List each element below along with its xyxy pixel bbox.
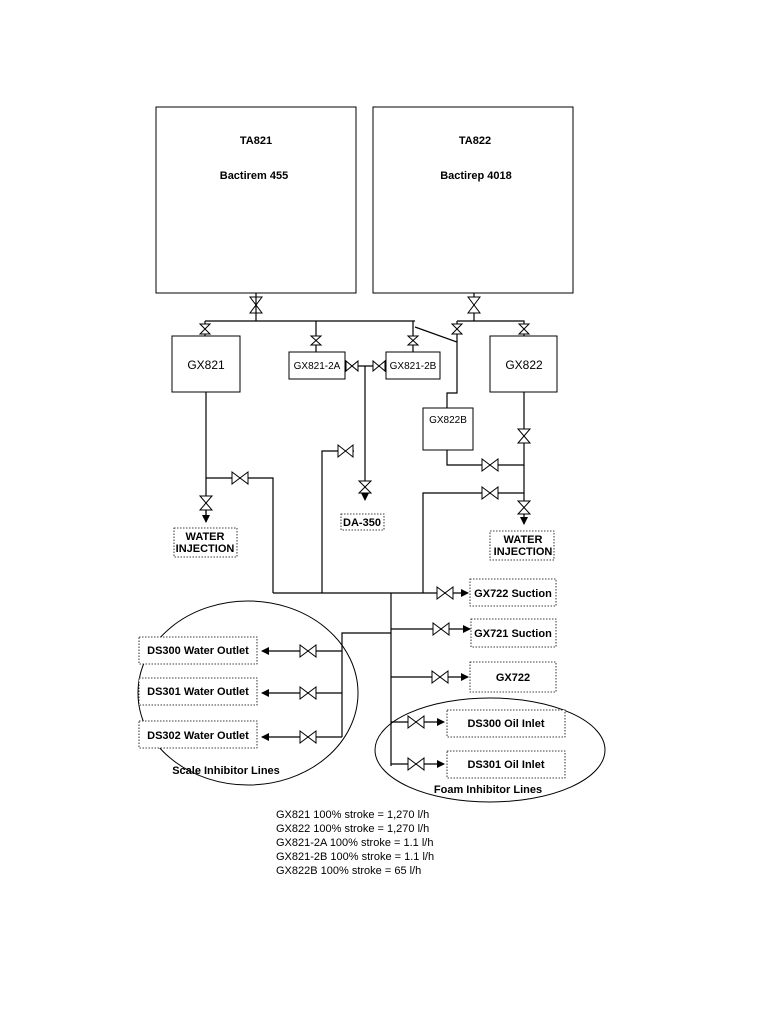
tank-ta822-tag: TA822	[459, 135, 491, 147]
stroke-notes: GX821 100% stroke = 1,270 l/h GX822 100%…	[276, 809, 434, 877]
ds300-water-outlet-box[interactable]: DS300 Water Outlet	[138, 636, 258, 665]
water-injection-left-line2: INJECTION	[176, 543, 235, 555]
valve-gx722[interactable]	[431, 670, 449, 684]
valve-gx822b-inlet[interactable]	[450, 323, 464, 335]
valve-gx822-discharge[interactable]	[516, 428, 532, 444]
gx721-suction-label: GX721 Suction	[474, 628, 552, 640]
gx722-suction-label: GX722 Suction	[474, 588, 552, 600]
ds301-water-outlet-label: DS301 Water Outlet	[147, 686, 249, 698]
valve-gx822-header[interactable]	[481, 486, 499, 500]
ds300-oil-inlet-label: DS300 Oil Inlet	[467, 718, 544, 730]
da350-label: DA-350	[343, 517, 381, 529]
tank-ta821-product: Bactirem 455	[220, 170, 289, 182]
valve-ds300-oil-inlet[interactable]	[407, 715, 425, 729]
gx722-label: GX722	[496, 672, 530, 684]
valves	[198, 296, 532, 771]
valve-ta821-outlet[interactable]	[249, 296, 263, 314]
foam-inhibitor-group: DS300 Oil Inlet DS301 Oil Inlet Foam Inh…	[374, 697, 606, 803]
valve-gx821-inlet[interactable]	[198, 323, 212, 335]
valve-gx821-discharge[interactable]	[231, 471, 249, 485]
foam-inhibitor-label: Foam Inhibitor Lines	[434, 784, 542, 796]
ds301-oil-inlet-box[interactable]: DS301 Oil Inlet	[446, 750, 566, 779]
water-injection-left-line1: WATER	[186, 531, 225, 543]
pump-gx822-label: GX822	[505, 358, 543, 372]
pump-gx821-2b[interactable]: GX821-2B	[385, 351, 441, 380]
water-injection-right[interactable]: WATER INJECTION	[489, 530, 555, 561]
pump-gx821-label: GX821	[187, 358, 225, 372]
valve-gx821-2b-inlet[interactable]	[406, 335, 420, 346]
water-injection-right-line2: INJECTION	[494, 546, 553, 558]
valve-gx722-suction[interactable]	[436, 586, 454, 600]
ds301-water-outlet-box[interactable]: DS301 Water Outlet	[138, 677, 258, 706]
pump-gx821-2a[interactable]: GX821-2A	[288, 351, 346, 380]
note-gx821: GX821 100% stroke = 1,270 l/h	[276, 809, 429, 821]
tank-ta822[interactable]: TA822 Bactirep 4018	[372, 106, 574, 294]
water-injection-left[interactable]: WATER INJECTION	[173, 527, 238, 558]
pump-gx821-2a-label: GX821-2A	[294, 361, 341, 372]
valve-ds301-water-outlet[interactable]	[299, 686, 317, 700]
valve-ds300-water-outlet[interactable]	[299, 644, 317, 658]
note-gx822b: GX822B 100% stroke = 65 l/h	[276, 865, 421, 877]
scale-inhibitor-group: DS300 Water Outlet DS301 Water Outlet DS…	[137, 600, 359, 786]
gx721-suction-box[interactable]: GX721 Suction	[470, 618, 557, 648]
tank-ta821[interactable]: TA821 Bactirem 455	[155, 106, 357, 294]
note-gx822: GX822 100% stroke = 1,270 l/h	[276, 823, 429, 835]
valve-ds302-water-outlet[interactable]	[299, 730, 317, 744]
valve-water-injection-left[interactable]	[198, 495, 214, 511]
note-gx821-2a: GX821-2A 100% stroke = 1.1 l/h	[276, 837, 433, 849]
valve-da350[interactable]	[357, 480, 373, 494]
pump-gx821[interactable]: GX821	[171, 335, 241, 393]
water-injection-right-line1: WATER	[504, 534, 543, 546]
ds301-oil-inlet-label: DS301 Oil Inlet	[467, 759, 544, 771]
valve-ds301-oil-inlet[interactable]	[407, 757, 425, 771]
valve-gx821-2a-outlet[interactable]	[345, 359, 359, 373]
ds302-water-outlet-label: DS302 Water Outlet	[147, 730, 249, 742]
valve-da350-header[interactable]	[337, 443, 354, 459]
pump-gx822[interactable]: GX822	[489, 335, 558, 393]
ds302-water-outlet-box[interactable]: DS302 Water Outlet	[138, 720, 258, 749]
pump-gx822b-label: GX822B	[429, 415, 467, 426]
gx722-box[interactable]: GX722	[469, 661, 557, 693]
tank-ta822-product: Bactirep 4018	[440, 170, 512, 182]
da350-box[interactable]: DA-350	[340, 513, 385, 531]
valve-gx721-suction[interactable]	[432, 622, 450, 636]
valve-gx821-2b-outlet[interactable]	[372, 359, 386, 373]
ds300-oil-inlet-box[interactable]: DS300 Oil Inlet	[446, 709, 566, 738]
valve-ta822-outlet[interactable]	[467, 296, 481, 314]
valve-gx821-2a-inlet[interactable]	[309, 335, 323, 346]
pump-gx822b[interactable]: GX822B	[422, 407, 474, 451]
note-gx821-2b: GX821-2B 100% stroke = 1.1 l/h	[276, 851, 434, 863]
valve-water-injection-right[interactable]	[516, 500, 532, 515]
valve-gx822b-discharge[interactable]	[481, 458, 499, 472]
gx722-suction-box[interactable]: GX722 Suction	[469, 578, 557, 607]
ds300-water-outlet-label: DS300 Water Outlet	[147, 645, 249, 657]
scale-inhibitor-label: Scale Inhibitor Lines	[172, 765, 280, 777]
tank-ta821-tag: TA821	[240, 135, 272, 147]
valve-gx822-inlet[interactable]	[517, 323, 531, 335]
pump-gx821-2b-label: GX821-2B	[390, 361, 437, 372]
